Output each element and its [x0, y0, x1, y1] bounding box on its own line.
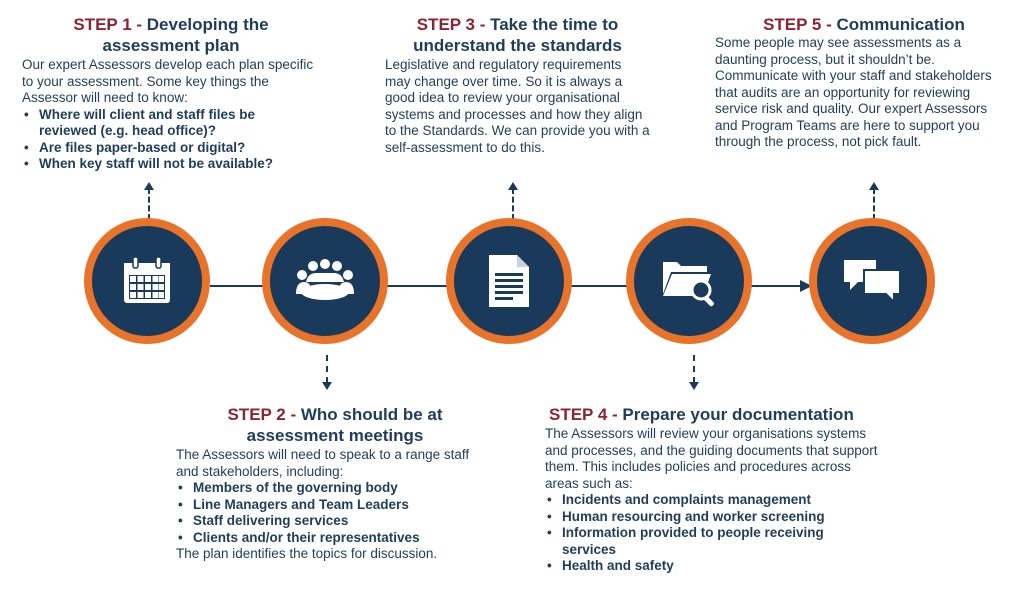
chat-bubbles-icon: [844, 260, 901, 305]
step5-label: STEP 5 -: [763, 15, 832, 34]
step2-block: STEP 2 - Who should be at assessment mee…: [176, 404, 494, 563]
calendar-icon: [124, 256, 170, 303]
list-item: Where will client and staff files be rev…: [22, 107, 314, 140]
step1-title: STEP 1 - Developing the assessment plan: [22, 14, 314, 56]
document-icon: [489, 255, 529, 307]
step1-label: STEP 1 -: [73, 15, 143, 34]
step2-body: The Assessors will need to speak to a ra…: [176, 447, 470, 479]
step1-circle: [84, 218, 210, 344]
step5-title-line1: Communication: [836, 15, 965, 34]
step2-title: STEP 2 - Who should be at assessment mee…: [176, 404, 494, 446]
list-item: Incidents and complaints management: [545, 492, 845, 509]
list-item: When key staff will not be available?: [22, 156, 314, 173]
step4-label: STEP 4 -: [549, 405, 618, 424]
timeline-arrowhead: [800, 280, 812, 292]
step2-title-line2: assessment meetings: [246, 426, 424, 445]
step3-label: STEP 3 -: [416, 15, 486, 34]
step1-body: Our expert Assessors develop each plan s…: [22, 57, 314, 105]
step4-title: STEP 4 - Prepare your documentation: [545, 404, 883, 425]
step4-title-line1: Prepare your documentation: [622, 405, 854, 424]
step5-title: STEP 5 - Communication: [715, 14, 1013, 35]
step4-bullets: Incidents and complaints management Huma…: [545, 492, 845, 575]
step1-bullets: Where will client and staff files be rev…: [22, 107, 314, 173]
step1-title-line2: assessment plan: [102, 36, 240, 55]
step4-circle: [626, 218, 752, 344]
step4-block: STEP 4 - Prepare your documentation The …: [545, 404, 883, 575]
step5-block: STEP 5 - Communication Some people may s…: [715, 14, 1013, 151]
list-item: Members of the governing body: [176, 480, 494, 497]
step3-title: STEP 3 - Take the time to understand the…: [385, 14, 650, 56]
step3-title-line1: Take the time to: [490, 15, 619, 34]
step4-body: The Assessors will review your organisat…: [545, 426, 878, 491]
step5-body: Some people may see assessments as a dau…: [715, 35, 992, 149]
step1-block: STEP 1 - Developing the assessment plan …: [22, 14, 314, 173]
list-item: Health and safety: [545, 558, 845, 575]
step3-block: STEP 3 - Take the time to understand the…: [385, 14, 650, 156]
step2-label: STEP 2 -: [227, 405, 297, 424]
step1-title-line1: Developing the: [146, 15, 269, 34]
list-item: Human resourcing and worker screening: [545, 509, 845, 526]
list-item: Staff delivering services: [176, 513, 494, 530]
step5-circle: [809, 218, 935, 344]
step2-circle: [262, 218, 388, 344]
list-item: Information provided to people receiving…: [545, 525, 845, 558]
folder-search-icon: [663, 262, 714, 307]
step3-circle: [446, 218, 572, 344]
list-item: Are files paper-based or digital?: [22, 140, 314, 157]
step2-title-line1: Who should be at: [300, 405, 443, 424]
meeting-group-icon: [296, 259, 354, 300]
step3-title-line2: understand the standards: [413, 36, 622, 55]
step2-bullets: Members of the governing body Line Manag…: [176, 480, 494, 546]
list-item: Clients and/or their representatives: [176, 530, 494, 547]
step2-footer: The plan identifies the topics for discu…: [176, 546, 438, 561]
step3-body: Legislative and regulatory requirements …: [385, 57, 650, 155]
list-item: Line Managers and Team Leaders: [176, 497, 494, 514]
